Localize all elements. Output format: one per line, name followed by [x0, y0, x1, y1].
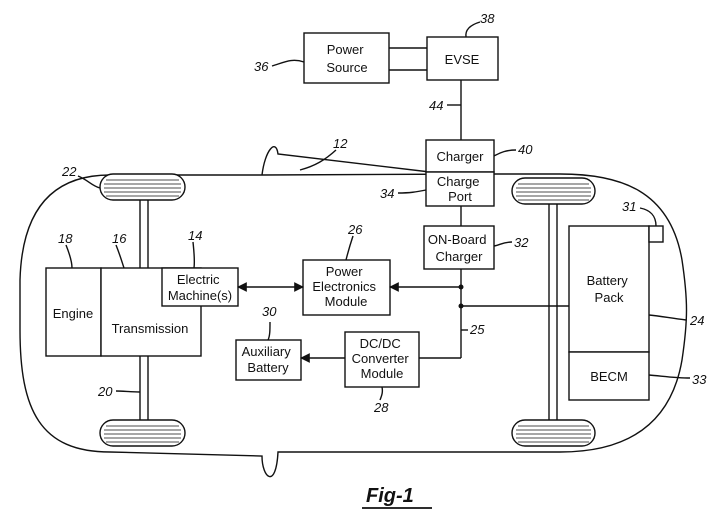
- auxiliary-battery-box: [235, 339, 302, 381]
- evse-label: EVSE: [445, 52, 480, 67]
- auxiliary-battery-label: Auxiliary Battery: [242, 344, 295, 375]
- onboard-charger-label: ON-Board Charger: [428, 232, 490, 264]
- evse-box: [426, 36, 499, 81]
- power-source-label: Power Source: [326, 42, 367, 75]
- becm-label: BECM: [590, 369, 628, 384]
- transmission-label: Transmission: [112, 321, 189, 336]
- power-electronics-box: [302, 259, 391, 316]
- ref-38: 38: [480, 11, 495, 26]
- ref-30: 30: [262, 304, 277, 319]
- tire-front-left: [99, 173, 186, 201]
- electric-machine-box: [161, 267, 239, 307]
- ref-44: 44: [429, 98, 443, 113]
- ref-12: 12: [333, 136, 348, 151]
- charger-label: Charger: [437, 149, 485, 164]
- becm-box: [568, 351, 650, 401]
- figure-title: Fig-1: [366, 485, 414, 507]
- connection-lines: [237, 47, 569, 363]
- engine-box: [45, 267, 102, 357]
- right-axle: [548, 204, 558, 420]
- charger-box: [425, 139, 495, 173]
- ref-14: 14: [188, 228, 202, 243]
- power-electronics-label: Power Electronics Module: [312, 264, 379, 309]
- battery-sensor-box: [648, 225, 664, 243]
- ref-31: 31: [622, 199, 636, 214]
- ref-18: 18: [58, 231, 73, 246]
- ref-24: 24: [689, 313, 704, 328]
- charge-port-box: [425, 171, 495, 207]
- leader-lines: [65, 21, 691, 401]
- ref-34: 34: [380, 186, 394, 201]
- ref-28: 28: [373, 400, 389, 415]
- ref-22: 22: [61, 164, 77, 179]
- dcdc-converter-box: [344, 331, 420, 388]
- engine-label: Engine: [53, 306, 93, 321]
- ref-20: 20: [97, 384, 113, 399]
- ref-36: 36: [254, 59, 269, 74]
- tire-front-right: [511, 177, 596, 205]
- ref-25: 25: [469, 322, 485, 337]
- dcdc-converter-label: DC/DC Converter Module: [352, 336, 413, 381]
- ref-32: 32: [514, 235, 529, 250]
- charge-port-label: Charge Port: [437, 174, 483, 204]
- vehicle-body-outline: [19, 146, 688, 478]
- electric-machine-label: Electric Machine(s): [168, 272, 232, 303]
- battery-pack-box: [568, 225, 650, 353]
- onboard-charger-box: [423, 225, 495, 270]
- tire-rear-right: [511, 419, 596, 447]
- ref-40: 40: [518, 142, 533, 157]
- tire-rear-left: [99, 419, 186, 447]
- ref-33: 33: [692, 372, 707, 387]
- power-source-box: [303, 32, 390, 84]
- left-axle: [139, 200, 149, 420]
- battery-pack-label: Battery Pack: [587, 273, 632, 305]
- ref-26: 26: [347, 222, 363, 237]
- ref-16: 16: [112, 231, 127, 246]
